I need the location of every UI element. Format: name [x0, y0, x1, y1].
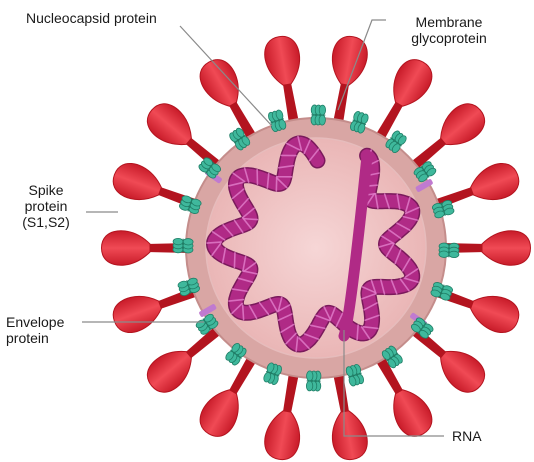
membrane-glycoprotein — [305, 370, 322, 392]
label-nucleocapsid-text: Nucleocapsid protein — [26, 10, 157, 26]
envelope-protein — [199, 304, 217, 317]
label-membrane-line2: glycoprotein — [411, 30, 487, 46]
membrane-glycoprotein — [198, 157, 222, 179]
membrane-glycoprotein — [172, 237, 194, 254]
spike-protein — [199, 354, 258, 437]
label-spike-line2: protein — [24, 198, 68, 214]
membrane-glycoprotein — [345, 363, 364, 387]
spike-protein — [432, 286, 520, 333]
membrane-glycoprotein — [310, 104, 327, 126]
membrane-glycoprotein — [430, 282, 454, 301]
spike-group — [101, 35, 531, 461]
spike-protein — [331, 371, 368, 461]
spike-protein — [264, 35, 301, 125]
label-membrane-glycoprotein: Membrane glycoprotein — [388, 14, 510, 46]
membrane-glycoprotein — [268, 109, 287, 133]
spike-protein — [264, 371, 301, 461]
label-nucleocapsid-protein: Nucleocapsid protein — [26, 10, 157, 26]
label-spike-protein: Spike protein (S1,S2) — [6, 182, 86, 230]
spike-protein — [374, 354, 433, 437]
spike-protein — [112, 163, 200, 210]
spike-protein — [146, 325, 223, 393]
spike-protein — [409, 325, 486, 393]
label-envelope-line2: protein — [6, 330, 49, 346]
leader-nucleocapsid — [179, 25, 273, 127]
membrane-glycoprotein — [381, 345, 403, 369]
membrane-glycoprotein — [178, 195, 202, 214]
spike-protein — [442, 230, 531, 266]
membrane-glycoprotein — [413, 161, 437, 183]
spike-protein — [409, 103, 486, 171]
membrane-glycoprotein — [438, 242, 460, 259]
membrane-glycoprotein — [229, 127, 251, 151]
envelope-protein — [415, 179, 433, 192]
membrane-glycoprotein — [350, 110, 369, 134]
spike-protein — [374, 59, 433, 142]
leader-rna — [343, 330, 444, 437]
membrane-glycoprotein — [225, 342, 247, 366]
membrane-glycoprotein — [431, 200, 455, 219]
label-rna: RNA — [452, 428, 482, 444]
membrane-protein-group — [172, 104, 460, 392]
label-spike-line3: (S1,S2) — [22, 214, 70, 230]
label-spike-line1: Spike — [28, 182, 64, 198]
membrane-glycoprotein — [385, 130, 407, 154]
label-rna-text: RNA — [452, 428, 482, 444]
leader-membrane — [337, 19, 386, 111]
label-envelope-line1: Envelope — [6, 314, 65, 330]
membrane-glycoprotein — [410, 317, 434, 339]
spike-protein — [199, 59, 258, 142]
label-envelope-protein: Envelope protein — [6, 314, 64, 346]
rna-helix — [206, 135, 421, 353]
leader-lines — [82, 19, 444, 437]
membrane-glycoprotein — [177, 277, 201, 296]
membrane-glycoprotein — [263, 362, 282, 386]
spike-protein — [146, 103, 223, 171]
label-membrane-line1: Membrane — [415, 14, 483, 30]
